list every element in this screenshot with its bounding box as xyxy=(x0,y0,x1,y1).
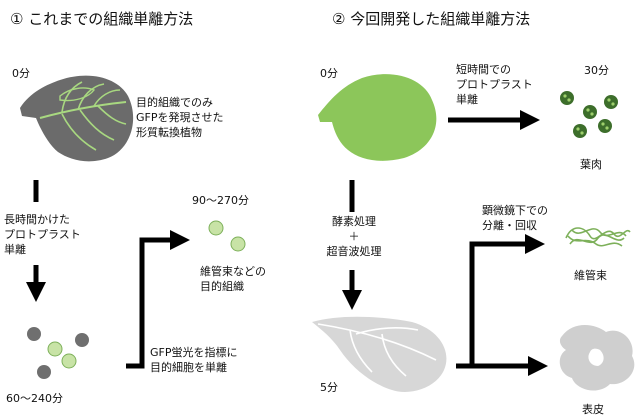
left-step-protoplast: 長時間かけた プロトプラスト 単離 xyxy=(4,213,81,256)
right-time-start: 0分 xyxy=(320,67,338,80)
left-heading: ① これまでの組織単離方法 xyxy=(10,10,194,28)
protoplast-cells xyxy=(27,327,89,379)
left-time-start: 0分 xyxy=(12,67,30,80)
pale-leaf-illustration xyxy=(312,316,447,392)
green-leaf-illustration xyxy=(318,74,437,161)
right-time-short: 30分 xyxy=(584,64,609,77)
epidermis-illustration xyxy=(559,325,635,391)
right-heading: ② 今回開発した組織単離方法 xyxy=(332,10,531,28)
vascular-bundle-illustration xyxy=(565,227,631,247)
gray-leaf-illustration xyxy=(20,75,134,162)
left-time-protoplast: 60〜240分 xyxy=(6,392,63,405)
leaf-caption: 目的組織でのみ GFPを発現させた 形質転換植物 xyxy=(136,96,224,139)
right-step-short: 短時間での プロトプラスト 単離 xyxy=(456,63,533,106)
epidermis-label: 表皮 xyxy=(582,403,604,416)
right-step-enzyme: 酵素処理 ＋ 超音波処理 xyxy=(326,215,382,258)
left-time-result: 90〜270分 xyxy=(192,194,249,207)
result-caption: 維管束などの 目的組織 xyxy=(200,265,266,293)
right-step-microscope: 顕微鏡下での 分離・回収 xyxy=(482,204,548,232)
fork-arrow-vascular xyxy=(456,234,545,369)
target-cells xyxy=(208,220,246,252)
right-time-after: 5分 xyxy=(320,381,338,394)
left-step-gfp: GFP蛍光を指標に 目的細胞を単離 xyxy=(150,346,238,374)
mesophyll-protoplasts xyxy=(560,91,618,138)
bent-arrow-left xyxy=(126,230,190,369)
vascular-label: 維管束 xyxy=(574,269,607,282)
mesophyll-label: 葉肉 xyxy=(580,158,602,171)
